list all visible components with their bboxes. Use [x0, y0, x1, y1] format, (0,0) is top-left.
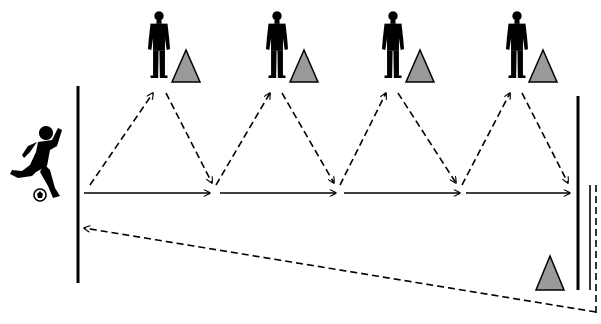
pass-arrow-back [521, 92, 568, 183]
cone-icon [534, 254, 566, 291]
kicking-player-icon [10, 126, 62, 198]
pass-arrow-back [165, 92, 212, 183]
pass-arrow-out [89, 93, 153, 186]
pass-arrow-out [461, 93, 510, 186]
pass-arrow-back [281, 92, 334, 183]
soccer-ball-icon [33, 188, 47, 202]
return-arrow [84, 228, 597, 313]
cone-icon [170, 48, 202, 83]
standing-player-icon [265, 11, 289, 78]
standing-player-icon [147, 11, 171, 78]
pass-path [89, 92, 568, 186]
cone-icon [288, 48, 320, 83]
pass-arrow-out [215, 93, 270, 186]
cone-icon [527, 48, 559, 83]
cone-icon [404, 48, 436, 83]
standing-player-icon [505, 11, 529, 78]
pass-arrow-out [339, 93, 386, 186]
pass-arrow-back [397, 92, 456, 183]
standing-player-icon [381, 11, 405, 78]
